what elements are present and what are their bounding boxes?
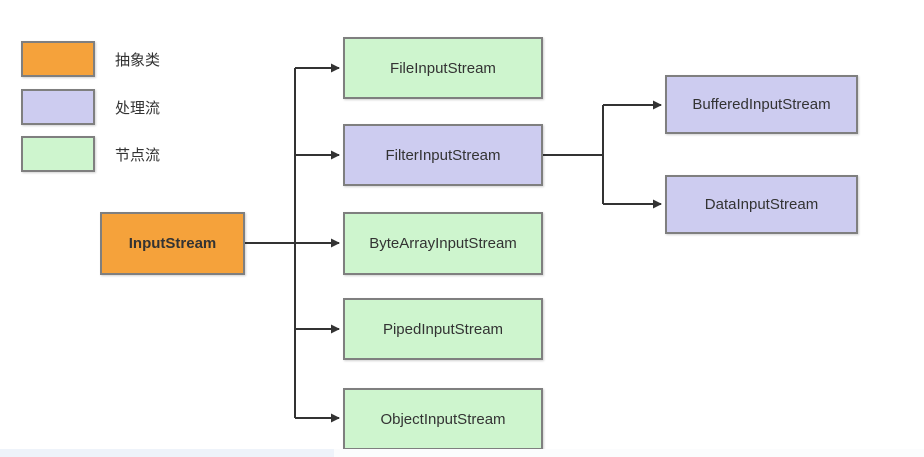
node-fileinputstream: FileInputStream xyxy=(343,37,543,99)
node-datainputstream: DataInputStream xyxy=(665,175,858,234)
node-bytearrayinputstream: ByteArrayInputStream xyxy=(343,212,543,275)
node-objectinputstream: ObjectInputStream xyxy=(343,388,543,450)
legend-item-process: 处理流 xyxy=(21,89,160,125)
legend-swatch-process xyxy=(21,89,95,125)
node-inputstream: InputStream xyxy=(100,212,245,275)
node-datainputstream-label: DataInputStream xyxy=(704,196,819,213)
node-inputstream-label: InputStream xyxy=(128,235,217,252)
node-objectinputstream-label: ObjectInputStream xyxy=(380,410,506,428)
bottom-edge-strip-left xyxy=(0,449,334,457)
node-filterinputstream-label: FilterInputStream xyxy=(385,146,501,164)
legend-item-abstract: 抽象类 xyxy=(21,41,160,77)
legend-item-node: 节点流 xyxy=(21,136,160,172)
bottom-edge-strip-right xyxy=(334,449,924,457)
node-filterinputstream: FilterInputStream xyxy=(343,124,543,186)
node-pipedinputstream-label: PipedInputStream xyxy=(382,320,504,338)
node-bufferedinputstream-label: BufferedInputStream xyxy=(692,96,831,113)
legend-label-process: 处理流 xyxy=(115,99,161,117)
legend-swatch-node xyxy=(21,136,95,172)
node-bytearrayinputstream-label: ByteArrayInputStream xyxy=(369,235,517,252)
node-fileinputstream-label: FileInputStream xyxy=(390,59,496,77)
node-bufferedinputstream: BufferedInputStream xyxy=(665,75,858,134)
node-pipedinputstream: PipedInputStream xyxy=(343,298,543,360)
legend-swatch-abstract xyxy=(21,41,95,77)
legend-label-abstract: 抽象类 xyxy=(115,51,161,69)
legend-label-node: 节点流 xyxy=(115,146,161,164)
